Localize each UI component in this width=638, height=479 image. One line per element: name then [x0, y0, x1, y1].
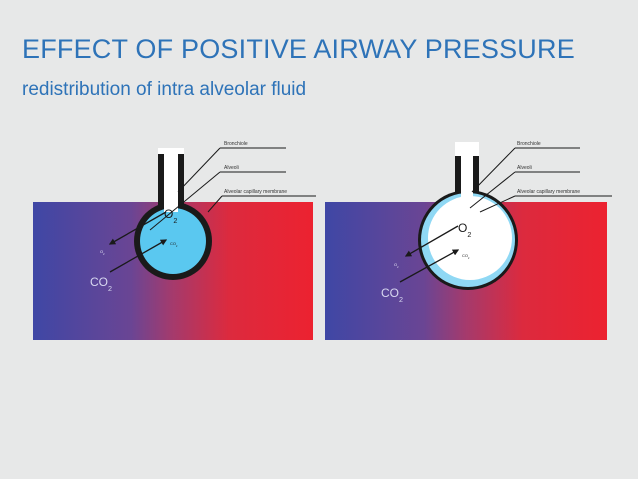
co2-diffusion-arrow	[399, 249, 460, 283]
membrane-label: Alveolar capillary membrane	[517, 189, 580, 195]
bronchiole-label: Bronchiole	[517, 141, 541, 147]
alveolus-air	[428, 196, 512, 280]
o2-big-label: O2	[164, 207, 177, 225]
o2-diffusion-arrow	[404, 225, 459, 257]
o2-big-label: O2	[458, 221, 471, 239]
diagram-right: Bronchiole Alveoli Alveolar capillary me…	[325, 141, 612, 340]
bronchiole-leader-line	[471, 147, 516, 193]
o2-diffusion-arrow	[108, 211, 167, 245]
co2-diffusion-arrow	[109, 239, 168, 273]
co2-small-label: CO2	[462, 253, 470, 260]
alveoli-label: Alveoli	[224, 165, 239, 171]
bronchiole-label: Bronchiole	[224, 141, 248, 147]
membrane-leader-line	[207, 195, 223, 213]
membrane-label: Alveolar capillary membrane	[224, 189, 287, 195]
membrane-leader-line	[479, 195, 516, 213]
slide-subtitle: redistribution of intra alveolar fluid	[22, 79, 307, 100]
o2-small-label: O2	[394, 262, 399, 269]
co2-big-label: CO2	[90, 275, 112, 293]
diagram-left: Bronchiole Alveoli Alveolar capillary me…	[33, 141, 316, 340]
alveoli-leader-line	[149, 171, 221, 231]
bronchiole-leader-line	[177, 147, 221, 193]
slide-title: EFFECT OF POSITIVE AIRWAY PRESSURE	[22, 34, 575, 64]
co2-small-label: CO2	[170, 241, 178, 248]
o2-small-label: O2	[100, 249, 105, 256]
co2-big-label: CO2	[381, 286, 403, 304]
alveoli-label: Alveoli	[517, 165, 532, 171]
alveoli-leader-line	[469, 171, 516, 209]
